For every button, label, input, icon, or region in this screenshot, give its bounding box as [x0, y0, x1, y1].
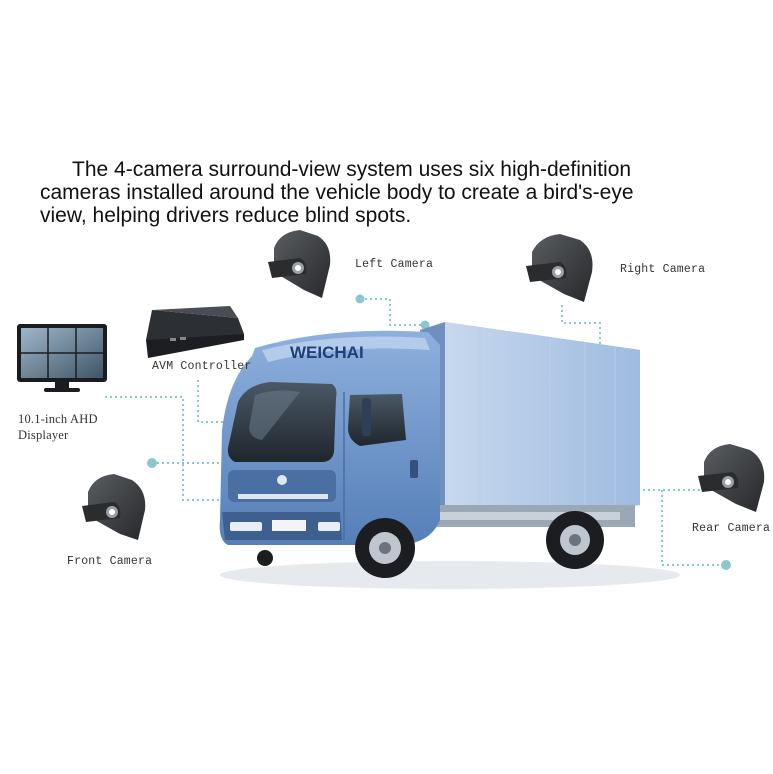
avm-controller-device	[146, 306, 244, 358]
headline: The 4-camera surround-view system uses s…	[40, 158, 740, 227]
headline-line-2: cameras installed around the vehicle bod…	[40, 181, 634, 204]
label-front-camera: Front Camera	[67, 555, 153, 568]
right-camera-device	[526, 234, 593, 302]
connector-display	[105, 396, 245, 501]
truck-illustration: WEICHAI	[219, 322, 680, 589]
display-device	[17, 324, 107, 392]
label-rear-camera: Rear Camera	[692, 522, 771, 535]
truck-brand: WEICHAI	[290, 343, 364, 362]
label-right-camera: Right Camera	[620, 263, 706, 276]
headline-line-3: view, helping drivers reduce blind spots…	[40, 204, 412, 227]
left-camera-device	[268, 230, 331, 298]
connector-rear-camera-b	[661, 490, 726, 566]
connector-left-camera	[360, 298, 425, 326]
label-avm-controller: AVM Controller	[152, 360, 252, 373]
front-camera-device	[82, 474, 146, 540]
label-display-line-1: 10.1-inch AHD	[18, 412, 98, 426]
rear-camera-device	[698, 444, 765, 512]
headline-line-1: The 4-camera surround-view system uses s…	[72, 158, 632, 181]
label-display-line-2: Displayer	[18, 428, 69, 442]
connector-right-camera	[561, 305, 601, 352]
label-left-camera: Left Camera	[355, 258, 434, 271]
